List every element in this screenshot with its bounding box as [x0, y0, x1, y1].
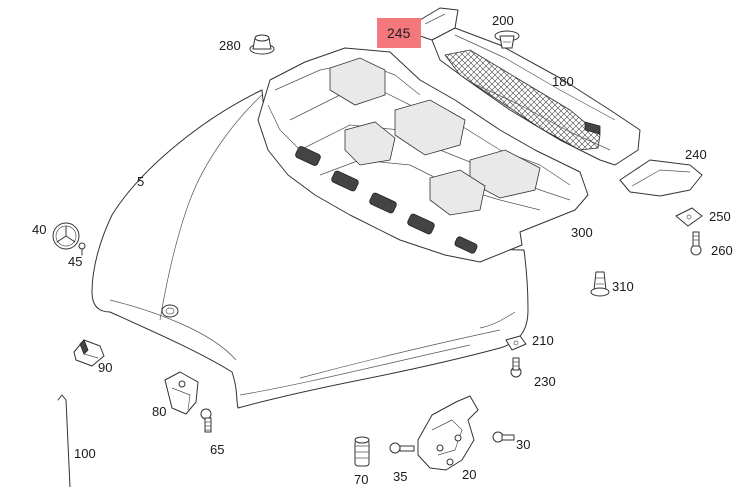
callout-280[interactable]: 280 [219, 38, 241, 53]
callout-90[interactable]: 90 [98, 360, 112, 375]
bolt-260-part[interactable] [690, 231, 702, 256]
callout-100[interactable]: 100 [74, 446, 96, 461]
clip-200-part[interactable] [494, 30, 520, 49]
callout-260[interactable]: 260 [711, 243, 733, 258]
callout-80[interactable]: 80 [152, 404, 166, 419]
bolt-65-part[interactable] [200, 408, 212, 433]
callout-300[interactable]: 300 [571, 225, 593, 240]
callout-20[interactable]: 20 [462, 467, 476, 482]
hinge-20-part[interactable] [417, 395, 479, 471]
clip-250-part[interactable] [675, 207, 703, 227]
support-rod-100-part[interactable] [57, 394, 71, 487]
callout-180[interactable]: 180 [552, 74, 574, 89]
callout-245[interactable]: 245 [387, 25, 411, 41]
callout-45[interactable]: 45 [68, 254, 82, 269]
callout-70[interactable]: 70 [354, 472, 368, 487]
callout-240[interactable]: 240 [685, 147, 707, 162]
latch-80-part[interactable] [164, 371, 199, 415]
bracket-90-part[interactable] [73, 339, 105, 367]
nut-45-part[interactable] [78, 242, 86, 256]
clip-210-part[interactable] [505, 335, 527, 351]
callout-250[interactable]: 250 [709, 209, 731, 224]
highlight-box-245 [377, 18, 421, 48]
right-end-cap-part[interactable] [619, 159, 703, 197]
bolt-30-part[interactable] [492, 431, 515, 443]
callout-200[interactable]: 200 [492, 13, 514, 28]
callout-310[interactable]: 310 [612, 279, 634, 294]
buffer-280-part[interactable] [249, 34, 275, 55]
callout-35[interactable]: 35 [393, 469, 407, 484]
bolt-35-part[interactable] [389, 442, 415, 454]
callout-230[interactable]: 230 [534, 374, 556, 389]
bolt-230-part[interactable] [510, 357, 522, 378]
clip-310-part[interactable] [590, 271, 610, 297]
cowl-grille-part[interactable] [429, 27, 641, 166]
callout-5[interactable]: 5 [137, 174, 144, 189]
callout-210[interactable]: 210 [532, 333, 554, 348]
buffer-70-part[interactable] [354, 436, 370, 467]
callout-30[interactable]: 30 [516, 437, 530, 452]
callout-65[interactable]: 65 [210, 442, 224, 457]
insulation-panel-part[interactable] [257, 47, 589, 263]
callout-40[interactable]: 40 [32, 222, 46, 237]
emblem-star-part[interactable] [52, 222, 80, 250]
